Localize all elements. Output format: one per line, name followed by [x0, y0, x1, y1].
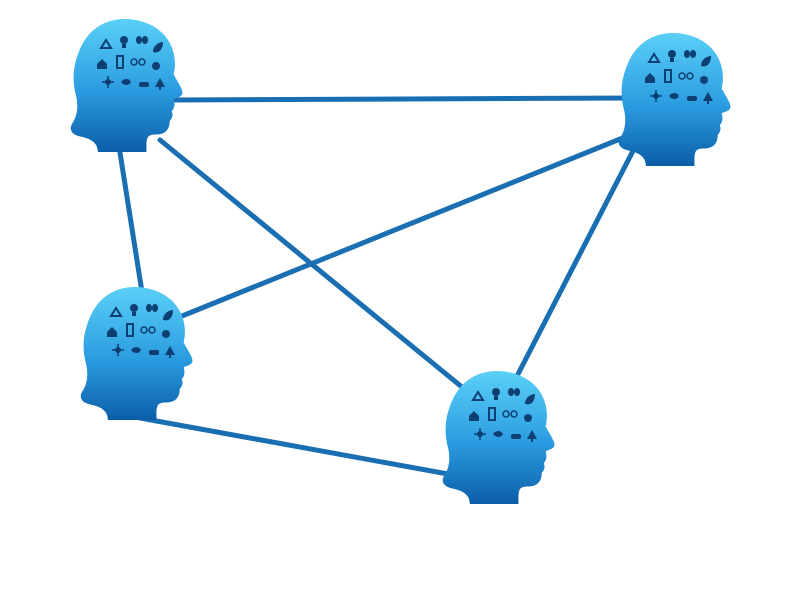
- sun-icon: [102, 76, 114, 88]
- car-icon: [139, 82, 149, 87]
- eco-icon-cluster: [645, 50, 713, 104]
- fish-icon: [493, 431, 503, 437]
- eco-icon-cluster: [469, 388, 537, 442]
- butterfly-icon: [136, 36, 148, 44]
- bicycle-icon: [502, 410, 518, 418]
- flower-icon: [524, 414, 532, 422]
- edge-top-right-to-middle-left: [179, 132, 633, 319]
- leaf-icon: [525, 394, 535, 405]
- head-node-middle-left: [80, 286, 193, 420]
- flower-icon: [152, 62, 160, 70]
- leaf-icon: [163, 310, 173, 321]
- flower-icon: [162, 330, 170, 338]
- edge-top-left-to-middle-left: [115, 137, 145, 295]
- edge-top-left-to-bottom-center: [157, 137, 471, 395]
- fish-icon: [121, 79, 131, 85]
- leaf-icon: [701, 56, 711, 67]
- eco-icon-cluster: [97, 36, 165, 90]
- bicycle-icon: [130, 58, 146, 66]
- butterfly-icon: [146, 304, 158, 312]
- recycle-icon: [647, 52, 661, 63]
- sun-icon: [650, 90, 662, 102]
- house-icon: [645, 73, 655, 83]
- fish-icon: [131, 347, 141, 353]
- car-icon: [687, 96, 697, 101]
- battery-icon: [664, 69, 672, 83]
- butterfly-icon: [508, 388, 520, 396]
- bicycle-icon: [140, 326, 156, 334]
- butterfly-icon: [684, 50, 696, 58]
- car-icon: [149, 350, 159, 355]
- lightbulb-icon: [668, 50, 676, 62]
- tree-icon: [703, 92, 713, 104]
- edge-top-left-to-top-right: [167, 95, 643, 103]
- lightbulb-icon: [492, 388, 500, 400]
- flower-icon: [700, 76, 708, 84]
- car-icon: [511, 434, 521, 439]
- recycle-icon: [99, 38, 113, 49]
- battery-icon: [488, 407, 496, 421]
- recycle-icon: [109, 306, 123, 317]
- sun-icon: [474, 428, 486, 440]
- leaf-icon: [153, 42, 163, 53]
- fish-icon: [669, 93, 679, 99]
- house-icon: [469, 411, 479, 421]
- eco-icon-cluster: [107, 304, 175, 358]
- edge-middle-left-to-bottom-center: [137, 415, 451, 477]
- tree-icon: [165, 346, 175, 358]
- bicycle-icon: [678, 72, 694, 80]
- edge-top-right-to-bottom-center: [513, 142, 639, 381]
- house-icon: [97, 59, 107, 69]
- sun-icon: [112, 344, 124, 356]
- house-icon: [107, 327, 117, 337]
- head-node-top-right: [618, 32, 731, 166]
- lightbulb-icon: [120, 36, 128, 48]
- battery-icon: [116, 55, 124, 69]
- tree-icon: [155, 78, 165, 90]
- recycle-icon: [471, 390, 485, 401]
- head-node-bottom-center: [442, 370, 555, 504]
- tree-icon: [527, 430, 537, 442]
- head-node-top-left: [70, 18, 183, 152]
- battery-icon: [126, 323, 134, 337]
- connection-lines: [115, 95, 643, 477]
- lightbulb-icon: [130, 304, 138, 316]
